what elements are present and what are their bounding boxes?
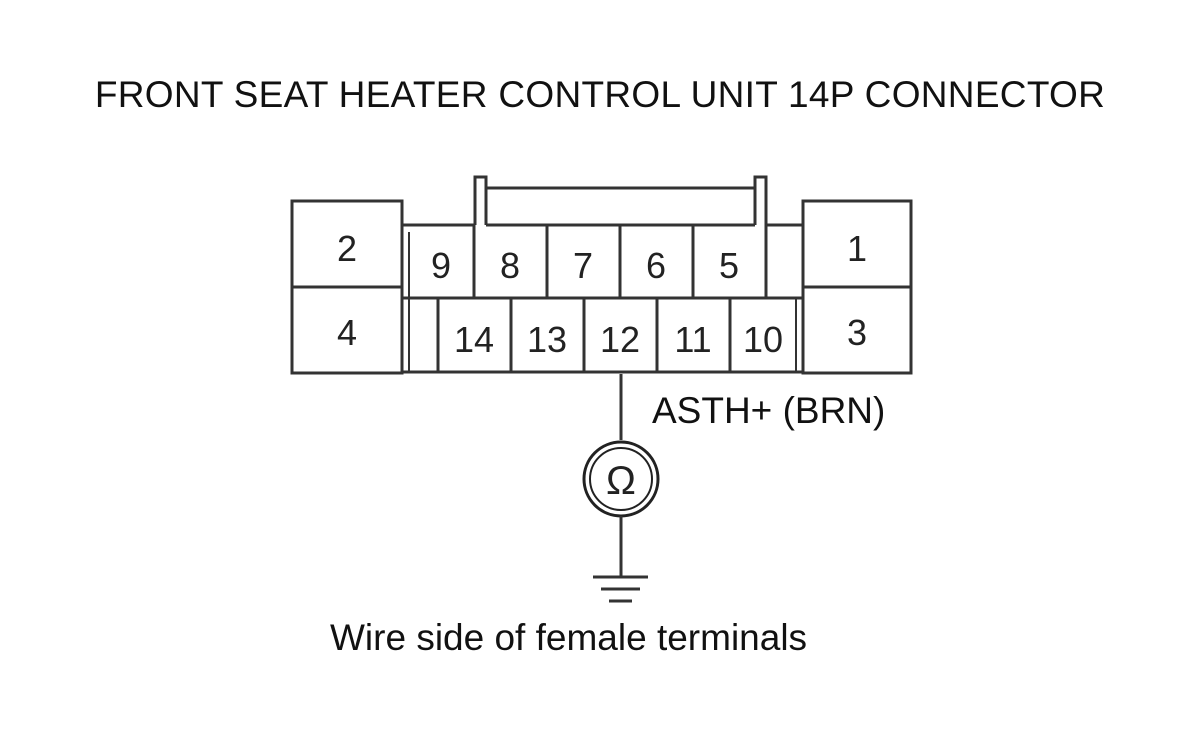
ohmmeter-icon: Ω xyxy=(582,440,660,518)
pin-2: 2 xyxy=(337,228,357,269)
latch-right xyxy=(753,175,768,225)
pin-12: 12 xyxy=(600,319,640,360)
pin-8: 8 xyxy=(500,245,520,286)
pin-10: 10 xyxy=(743,319,783,360)
pin-14: 14 xyxy=(454,319,494,360)
pin-7: 7 xyxy=(573,245,593,286)
pin-11: 11 xyxy=(674,319,711,360)
diagram-title: FRONT SEAT HEATER CONTROL UNIT 14P CONNE… xyxy=(94,74,1106,115)
pin-4: 4 xyxy=(337,312,357,353)
ohm-symbol: Ω xyxy=(606,459,636,503)
ground-icon xyxy=(593,575,648,603)
pin-9: 9 xyxy=(431,245,451,286)
wire-label: ASTH+ (BRN) xyxy=(652,390,886,431)
latch-left xyxy=(473,175,488,225)
diagram-caption: Wire side of female terminals xyxy=(330,617,808,658)
pin-5: 5 xyxy=(719,245,739,286)
pin-3: 3 xyxy=(847,312,867,353)
pin-13: 13 xyxy=(527,319,567,360)
pin-6: 6 xyxy=(646,245,666,286)
pin-1: 1 xyxy=(847,228,867,269)
